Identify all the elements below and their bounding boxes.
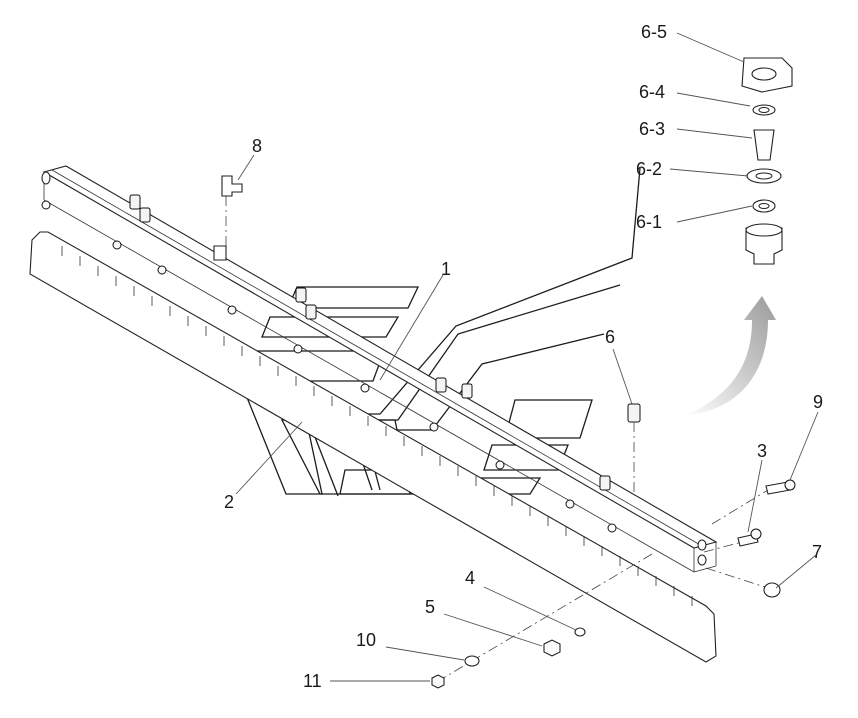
callout-8: 8 [252,136,262,156]
assembly-arrow [684,296,776,416]
nozzle-components [741,57,793,265]
callout-9: 9 [813,392,823,412]
callout-10: 10 [356,630,376,650]
shield-plate [29,231,717,663]
boom-tube [41,165,718,573]
callout-6-1: 6-1 [636,212,662,232]
nozzle-assembly [627,403,641,492]
callout-5: 5 [425,597,435,617]
watermark-logo [243,167,641,497]
nozzle-bodies [129,194,611,491]
callout-11: 11 [303,671,322,691]
fasteners [431,553,653,689]
callout-2: 2 [224,492,234,512]
callout-6-2: 6-2 [636,159,662,179]
callout-3: 3 [757,441,767,461]
callout-7: 7 [812,542,822,562]
callout-1: 1 [441,259,451,279]
callout-6-4: 6-4 [639,82,665,102]
bolts-screws [703,479,796,598]
callout-6-3: 6-3 [639,119,665,139]
callout-4: 4 [465,568,475,588]
callout-labels: 6-5 6-4 6-3 6-2 6-1 8 1 6 9 3 2 7 4 5 10… [224,22,823,691]
elbow-fitting [213,175,243,261]
callout-6-5: 6-5 [641,22,667,42]
callout-6: 6 [605,327,615,347]
leader-lines [235,32,819,682]
mounting-nuts [41,200,617,533]
